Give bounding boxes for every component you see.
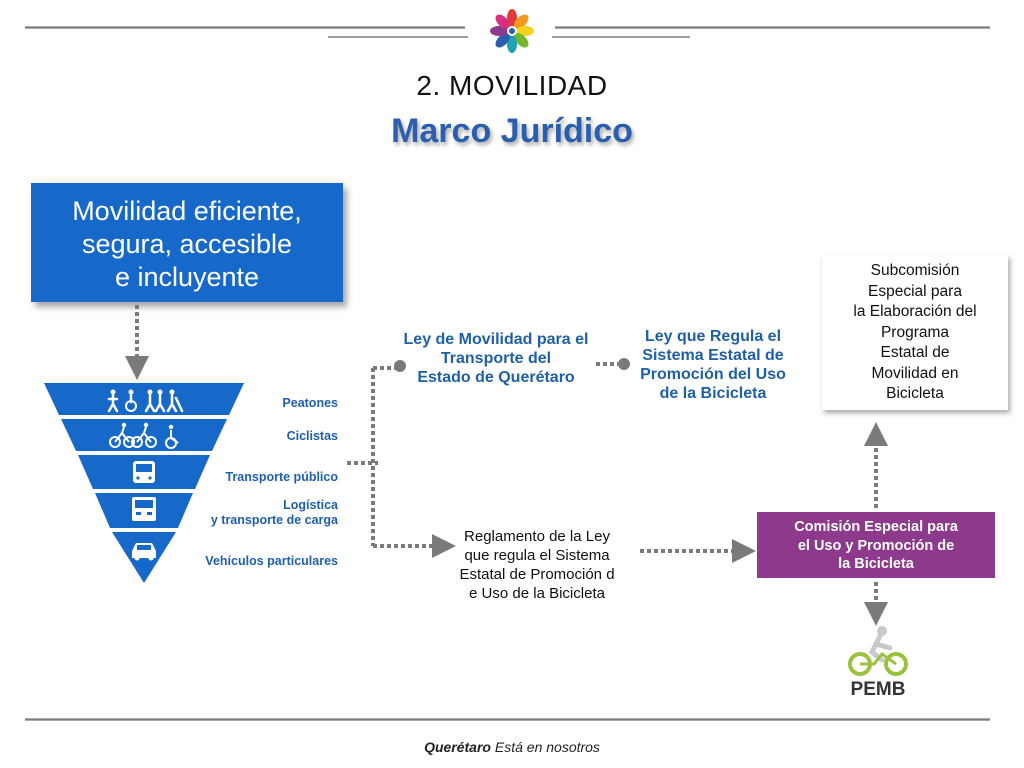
footer-tagline: Está en nosotros <box>494 739 600 755</box>
truck-icon <box>132 497 156 521</box>
ley-movilidad-text: Ley de Movilidad para el Transporte del … <box>396 330 596 387</box>
comision-line-2: el Uso y Promoción de <box>797 537 955 554</box>
connector-dot-ley-movilidad <box>394 360 406 372</box>
footer-slogan: Querétaro Está en nosotros <box>0 739 1024 755</box>
label-ciclistas: Ciclistas <box>286 429 338 443</box>
top-rule-inner-right <box>552 36 690 38</box>
ley-movilidad-line-2: Transporte del <box>440 350 552 367</box>
ley-bicicleta-line-2: Sistema Estatal de <box>642 347 784 364</box>
top-rule-left <box>25 26 465 29</box>
pemb-cyclist-icon <box>848 626 908 676</box>
mobility-pyramid <box>44 383 244 583</box>
label-transporte-publico: Transporte público <box>225 470 338 484</box>
footer-brand: Querétaro <box>424 739 491 755</box>
label-logistica-line-2: y transporte de carga <box>210 513 338 527</box>
queretaro-flower-logo <box>490 9 534 53</box>
goal-line-1: Movilidad eficiente, <box>72 196 302 226</box>
pyramid-level-ciclistas <box>61 419 227 451</box>
reglamento-line-1: Reglamento de la Ley <box>464 528 610 545</box>
label-logistica: Logística y transporte de carga <box>211 498 338 528</box>
top-rule-right <box>555 26 990 29</box>
goal-line-3: e incluyente <box>114 262 260 292</box>
bus-icon <box>133 461 155 483</box>
label-peatones: Peatones <box>282 396 338 410</box>
subcomision-line-7: Bicicleta <box>886 385 944 402</box>
cyclists-icon <box>109 422 179 449</box>
ley-bicicleta-line-4: de la Bicicleta <box>659 385 767 402</box>
subcomision-line-5: Estatal de <box>880 344 950 361</box>
pemb-logo-text: PEMB <box>851 679 906 700</box>
subcomision-line-3: la Elaboración del <box>853 303 977 320</box>
label-vehiculos-particulares: Vehículos particulares <box>205 554 338 568</box>
comision-line-3: la Bicicleta <box>838 556 914 572</box>
section-heading: 2. MOVILIDAD <box>416 70 608 101</box>
subcomision-line-4: Programa <box>880 323 950 341</box>
mobility-goal-box: Movilidad eficiente, segura, accesible e… <box>31 183 343 302</box>
subcomision-box: Subcomisión Especial para la Elaboración… <box>822 255 1008 410</box>
pemb-logo: PEMB <box>848 626 908 700</box>
pedestrians-icon <box>107 389 184 413</box>
pyramid-level-peatones <box>44 383 244 415</box>
ley-bicicleta-line-1: Ley que Regula el <box>644 328 782 345</box>
label-logistica-line-1: Logística <box>283 498 338 512</box>
subcomision-line-2: Especial para <box>868 282 962 300</box>
comision-line-1: Comisión Especial para <box>794 519 958 535</box>
car-icon <box>132 543 156 561</box>
bottom-rule <box>25 718 990 721</box>
comision-box: Comisión Especial para el Uso y Promoció… <box>757 512 995 578</box>
reglamento-line-2: que regula el Sistema <box>464 547 610 564</box>
connector-dot-ley-bicicleta <box>618 358 630 370</box>
reglamento-line-3: Estatal de Promoción d <box>459 566 615 583</box>
subcomision-line-6: Movilidad en <box>871 364 959 382</box>
ley-bicicleta-text: Ley que Regula el Sistema Estatal de Pro… <box>630 327 796 403</box>
page-title: Marco Jurídico <box>391 112 633 150</box>
reglamento-line-4: e Uso de la Bicicleta <box>469 585 605 602</box>
subcomision-line-1: Subcomisión <box>870 262 960 279</box>
ley-bicicleta-line-3: Promoción del Uso <box>640 366 786 383</box>
goal-line-2: segura, accesible <box>81 229 293 259</box>
top-rule-inner-left <box>328 36 468 38</box>
ley-movilidad-line-1: Ley de Movilidad para el <box>403 331 589 348</box>
ley-movilidad-line-3: Estado de Querétaro <box>417 369 575 386</box>
reglamento-text: Reglamento de la Ley que regula el Siste… <box>446 527 628 603</box>
